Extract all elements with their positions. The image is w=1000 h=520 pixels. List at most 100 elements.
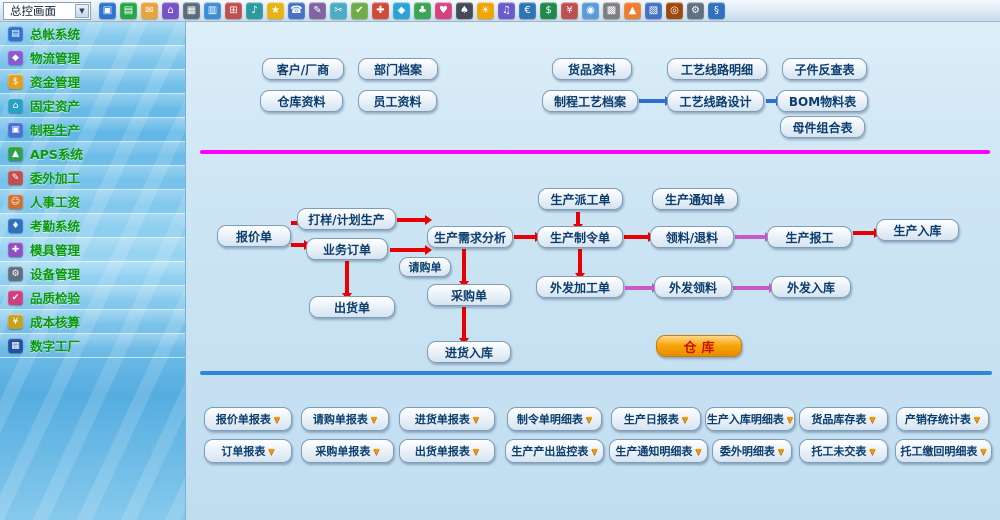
report-label: 请购单报表 [312,413,368,426]
printer-icon[interactable]: ▥ [204,2,221,19]
clover-icon[interactable]: ♣ [414,2,431,19]
flow-box-outsource-issue[interactable]: 外发领料 [654,276,732,298]
pattern-icon[interactable]: ▧ [645,2,662,19]
report-button-production-daily-report[interactable]: 生产日报表▼ [611,407,701,431]
disk-icon[interactable]: ▦ [183,2,200,19]
grid-icon[interactable]: ▩ [603,2,620,19]
sidebar-item-logistics[interactable]: ◆物流管理 [0,46,185,70]
flagged-icon[interactable]: § [708,2,725,19]
flow-box-parent-kit[interactable]: 母件组合表 [780,116,865,138]
sidebar-item-digital-factory[interactable]: ▦数字工厂 [0,334,185,358]
music-icon[interactable]: ♪ [246,2,263,19]
view-selector[interactable]: 总控画面 ▼ [3,1,91,20]
report-button-production-notice-detail-report[interactable]: 生产通知明细表▼ [609,439,708,463]
monitor-icon[interactable]: ▣ [99,2,116,19]
flow-box-warehouse-data[interactable]: 仓库资料 [260,90,343,112]
sidebar-item-hr-payroll[interactable]: ☺人事工资 [0,190,185,214]
flow-box-employees[interactable]: 员工资料 [358,90,437,112]
sidebar-item-attendance[interactable]: ♦考勤系统 [0,214,185,238]
sidebar-item-aps[interactable]: ▲APS系统 [0,142,185,166]
calculator-icon[interactable]: ⊞ [225,2,242,19]
sidebar-item-equipment[interactable]: ⚙设备管理 [0,262,185,286]
report-button-psi-statistics-report[interactable]: 产销存统计表▼ [896,407,989,431]
yen-icon[interactable]: ¥ [561,2,578,19]
report-button-purchase-request-report[interactable]: 请购单报表▼ [301,407,389,431]
spade-icon[interactable]: ♠ [456,2,473,19]
flow-box-shipment-order[interactable]: 出货单 [309,296,395,318]
phone-icon[interactable]: ☎ [288,2,305,19]
sidebar-item-costing[interactable]: ¥成本核算 [0,310,185,334]
notes-icon[interactable]: ♫ [498,2,515,19]
sidebar-item-fixed-assets[interactable]: ⌂固定资产 [0,94,185,118]
flow-box-warehouse[interactable]: 仓库 [656,335,742,357]
sidebar-item-outsourcing[interactable]: ✎委外加工 [0,166,185,190]
flow-arrow [573,212,583,231]
flow-box-purchase-order[interactable]: 采购单 [427,284,511,306]
flow-box-receipt-inbound[interactable]: 进货入库 [427,341,511,363]
report-label: 制令单明细表 [516,413,583,426]
edit-icon[interactable]: ✎ [309,2,326,19]
mail-icon[interactable]: ✉ [141,2,158,19]
report-label: 出货单报表 [414,445,470,458]
sidebar-item-general-ledger[interactable]: ▤总帐系统 [0,22,185,46]
report-button-production-inbound-detail-report[interactable]: 生产入库明细表▼ [705,407,795,431]
flow-box-routing-design[interactable]: 工艺线路设计 [667,90,764,112]
flow-box-material-issue-return[interactable]: 领料/退料 [650,226,734,248]
report-button-quotation-report[interactable]: 报价单报表▼ [204,407,292,431]
flow-box-production-report[interactable]: 生产报工 [767,226,852,248]
target-icon[interactable]: ◎ [666,2,683,19]
flow-box-dispatch-order[interactable]: 生产派工单 [538,188,623,210]
report-button-purchase-order-report[interactable]: 采购单报表▼ [301,439,394,463]
home-icon[interactable]: ⌂ [162,2,179,19]
plus-icon[interactable]: ✚ [372,2,389,19]
sidebar-item-label: 固定资产 [30,99,81,114]
flow-box-outsource-inbound[interactable]: 外发入库 [771,276,851,298]
report-icon[interactable]: ▤ [120,2,137,19]
flow-box-purchase-request[interactable]: 请购单 [399,257,451,277]
report-label: 生产日报表 [623,413,679,426]
report-button-receipt-report[interactable]: 进货单报表▼ [399,407,495,431]
report-button-production-output-monitor-report[interactable]: 生产产出监控表▼ [505,439,604,463]
flow-box-routing-detail[interactable]: 工艺线路明细 [667,58,767,80]
sidebar-item-process-production[interactable]: ▣制程生产 [0,118,185,142]
report-button-consign-pending-report[interactable]: 托工未交表▼ [799,439,888,463]
report-button-shipment-report[interactable]: 出货单报表▼ [399,439,495,463]
report-button-consign-return-detail-report[interactable]: 托工缴回明细表▼ [895,439,992,463]
dropdown-caret-icon: ▼ [273,414,281,424]
euro-icon[interactable]: € [519,2,536,19]
monitor-icon: ▦ [8,338,23,353]
flow-box-sales-order[interactable]: 业务订单 [306,238,388,260]
heart-icon[interactable]: ♥ [435,2,452,19]
sidebar-item-funds[interactable]: $资金管理 [0,70,185,94]
tool-icon: ✚ [8,242,23,257]
star-icon[interactable]: ★ [267,2,284,19]
flow-box-bom-materials[interactable]: BOM物料表 [777,90,868,112]
circle-icon[interactable]: ◉ [582,2,599,19]
report-button-work-order-detail-report[interactable]: 制令单明细表▼ [507,407,602,431]
flow-box-sample-plan[interactable]: 打样/计划生产 [297,208,396,230]
flow-box-child-part-lookup[interactable]: 子件反查表 [782,58,867,80]
sidebar-item-mold[interactable]: ✚模具管理 [0,238,185,262]
diamond-icon[interactable]: ◆ [393,2,410,19]
check-icon[interactable]: ✔ [351,2,368,19]
triangle-icon[interactable]: ▲ [624,2,641,19]
flow-box-customers[interactable]: 客户/厂商 [262,58,344,80]
people-icon: ☺ [8,194,23,209]
flow-box-process-craft-archive[interactable]: 制程工艺档案 [542,90,638,112]
gear-icon[interactable]: ⚙ [687,2,704,19]
sun-icon[interactable]: ☀ [477,2,494,19]
flow-box-outsource-order[interactable]: 外发加工单 [536,276,624,298]
flow-box-quotation[interactable]: 报价单 [217,225,291,247]
dollar-icon[interactable]: $ [540,2,557,19]
flow-box-demand-analysis[interactable]: 生产需求分析 [427,226,513,248]
report-button-order-report[interactable]: 订单报表▼ [204,439,292,463]
flow-box-departments[interactable]: 部门档案 [358,58,438,80]
report-button-outsource-detail-report[interactable]: 委外明细表▼ [712,439,792,463]
cut-icon[interactable]: ✂ [330,2,347,19]
flow-box-production-inbound[interactable]: 生产入库 [876,219,959,241]
flow-box-items[interactable]: 货品资料 [552,58,632,80]
flow-box-work-order[interactable]: 生产制令单 [537,226,623,248]
report-button-stock-report[interactable]: 货品库存表▼ [799,407,888,431]
sidebar-item-quality[interactable]: ✔品质检验 [0,286,185,310]
flow-box-production-notice[interactable]: 生产通知单 [652,188,738,210]
